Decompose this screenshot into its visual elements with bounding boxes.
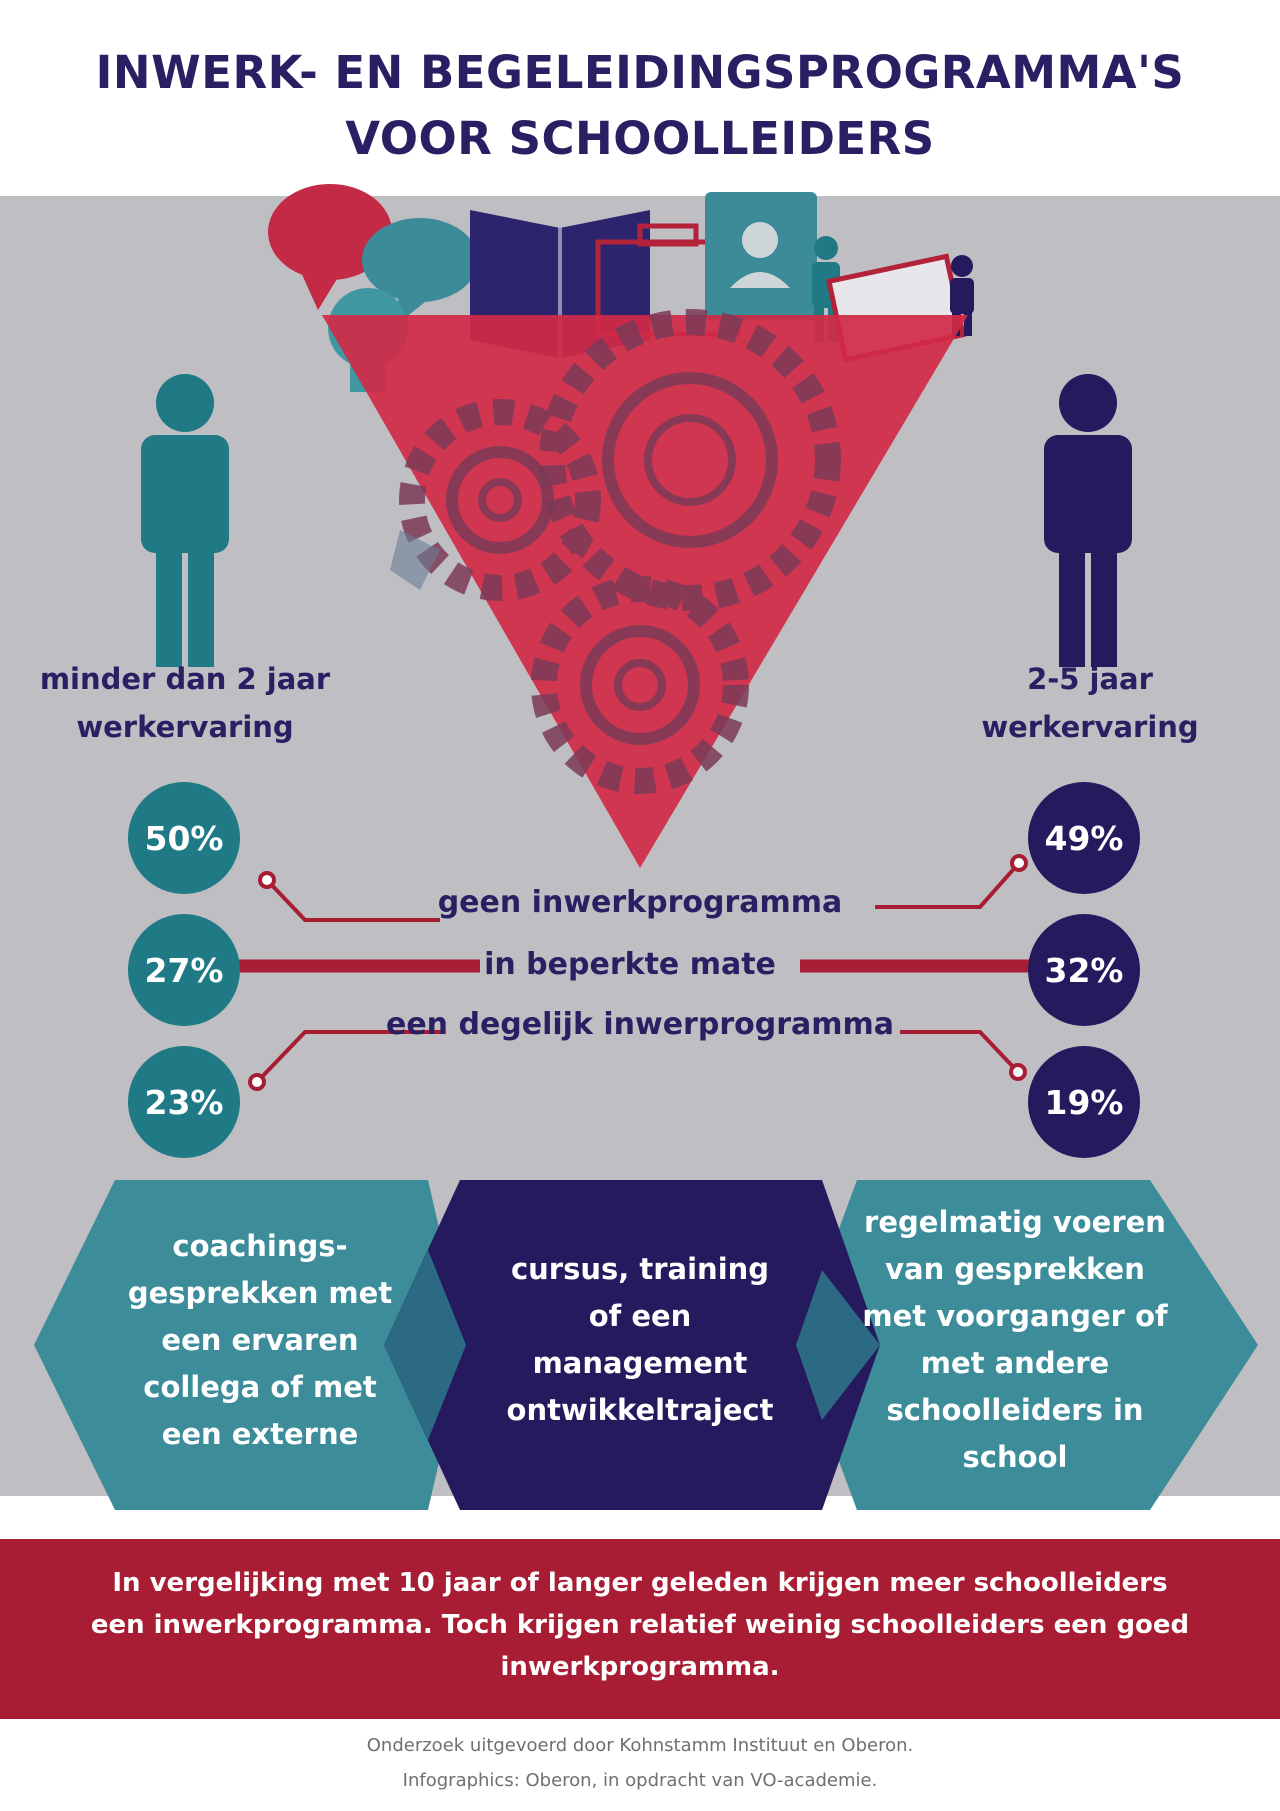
connector-row1-right xyxy=(875,861,1021,909)
conclusion-band xyxy=(0,1539,1280,1719)
group-label-left: minder dan 2 jaar werkervaring xyxy=(39,662,331,744)
hexagon-overlap-left xyxy=(384,1250,466,1440)
program-left-text: coachings- gesprekken met een ervaren co… xyxy=(127,1228,393,1451)
group-label-right: 2-5 jaar werkervaring xyxy=(981,662,1199,744)
speech-bubble-icon-2 xyxy=(362,218,478,302)
program-hexagons xyxy=(34,1180,1258,1510)
hexagon-left xyxy=(34,1180,466,1510)
hexagon-overlap-right xyxy=(796,1270,880,1420)
value-circle-right-row3: 19% xyxy=(1028,1046,1140,1158)
person-icon-right xyxy=(1044,374,1132,667)
page-title: INWERK- EN BEGELEIDINGSPROGRAMMA'S VOOR … xyxy=(95,46,1185,165)
funnel-illustration xyxy=(141,184,1132,868)
connector-row3-right xyxy=(900,1030,1020,1074)
value-circle-left-row3: 23% xyxy=(128,1046,240,1158)
value-circle-right-row2: 32% xyxy=(1028,914,1140,1026)
category-label-row2: in beperkte mate xyxy=(484,947,776,982)
category-label-row1: geen inwerkprogramma xyxy=(437,885,843,920)
person-icon-left xyxy=(141,374,229,667)
speech-bubble-icon xyxy=(268,184,392,280)
connector-row3-left xyxy=(255,1030,445,1084)
value-circle-left-row1: 50% xyxy=(128,782,240,894)
credit-line-2: Infographics: Oberon, in opdracht van VO… xyxy=(402,1770,878,1791)
program-right-text: regelmatig voeren van gesprekken met voo… xyxy=(862,1205,1168,1474)
conclusion-text: In vergelijking met 10 jaar of langer ge… xyxy=(90,1568,1190,1682)
hexagon-right xyxy=(796,1180,1258,1510)
value-circle-left-row2: 27% xyxy=(128,914,240,1026)
credit-line-1: Onderzoek uitgevoerd door Kohnstamm Inst… xyxy=(366,1735,914,1756)
category-label-row3: een degelijk inwerprogramma xyxy=(385,1007,895,1042)
program-center-text: cursus, training of een management ontwi… xyxy=(506,1252,774,1427)
hexagon-center xyxy=(384,1180,880,1510)
connector-row1-left xyxy=(265,878,440,922)
value-circle-right-row1: 49% xyxy=(1028,782,1140,894)
gears-icon xyxy=(399,309,841,794)
connector-lines xyxy=(235,854,1040,1091)
